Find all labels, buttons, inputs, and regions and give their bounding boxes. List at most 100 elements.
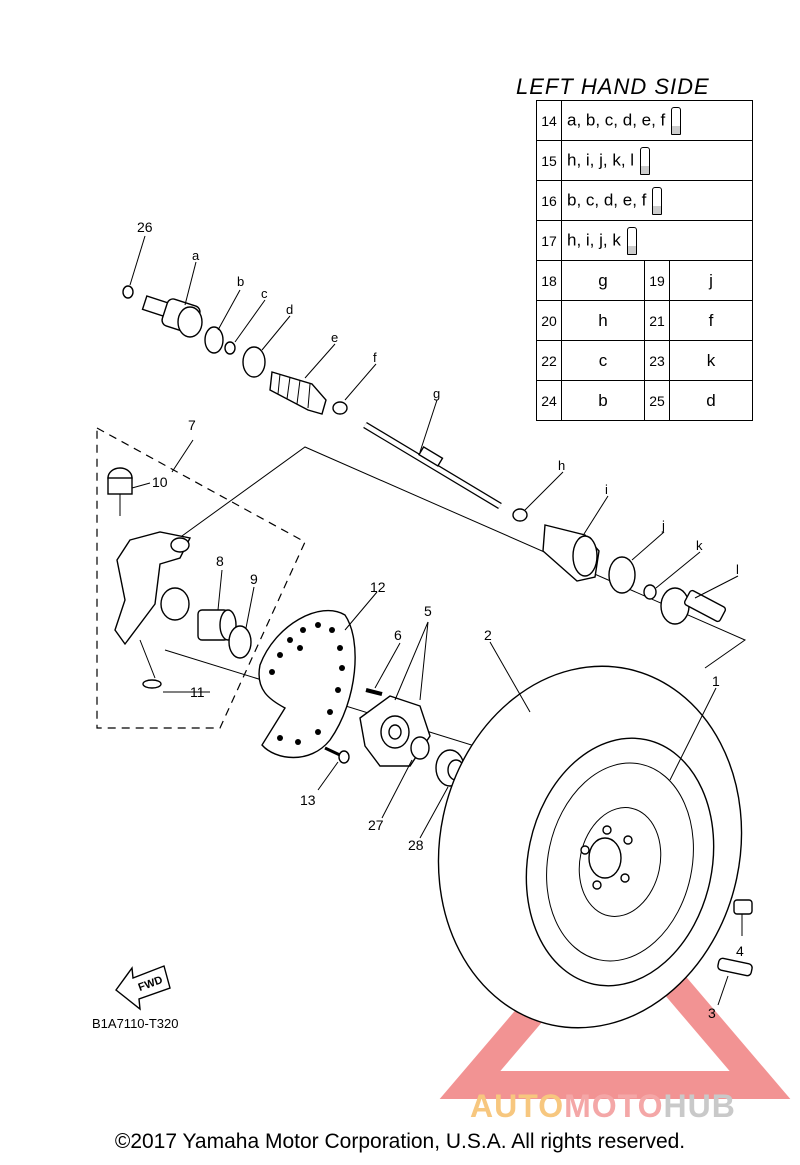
callout-6: 6 <box>394 627 402 643</box>
bolt-13 <box>324 746 350 764</box>
kit-parts: h, i, j, k <box>567 229 621 249</box>
pair-number: 22 <box>536 340 562 381</box>
letter-h: h <box>558 458 565 473</box>
kit-number: 15 <box>536 140 562 181</box>
valve-stem-3 <box>717 957 753 977</box>
table-row: 24 b 25 d <box>536 380 753 421</box>
callout-9: 9 <box>250 571 258 587</box>
pair-value: d <box>669 380 753 421</box>
boot-e <box>269 371 327 415</box>
pair-number: 21 <box>644 300 670 341</box>
shaft-assembly-outline <box>127 446 747 669</box>
grease-tube-icon <box>626 226 637 255</box>
table-row: 16 b, c, d, e, f <box>536 180 753 221</box>
brake-disc-12 <box>258 610 356 759</box>
kit-parts: h, i, j, k, l <box>567 149 635 169</box>
letter-g: g <box>433 386 440 401</box>
inner-cv-joint-l <box>660 587 727 625</box>
callout-4: 4 <box>736 943 744 959</box>
circlip-k <box>643 584 657 600</box>
pair-value: b <box>561 380 645 421</box>
outer-cv-joint <box>122 285 203 338</box>
circlip-9 <box>228 625 252 659</box>
kit-parts: b, c, d, e, f <box>567 189 647 209</box>
callout-28: 28 <box>408 837 424 853</box>
letter-l: l <box>736 562 739 577</box>
fwd-arrow-icon: FWD <box>115 965 171 1011</box>
band-d <box>242 346 266 378</box>
table-row: 20 h 21 f <box>536 300 753 341</box>
callout-7: 7 <box>188 417 196 433</box>
callout-13: 13 <box>300 792 316 808</box>
circlip-11 <box>142 679 162 689</box>
grease-tube-icon <box>652 186 663 215</box>
kit-parts: a, b, c, d, e, f <box>567 109 666 129</box>
wheel-1 <box>525 737 715 987</box>
boot-i <box>542 524 600 582</box>
band-h <box>512 508 528 522</box>
letter-e: e <box>331 330 338 345</box>
pair-number: 25 <box>644 380 670 421</box>
letter-j: j <box>661 518 665 533</box>
callout-12: 12 <box>370 579 386 595</box>
callout-27: 27 <box>368 817 384 833</box>
letter-i: i <box>605 482 608 497</box>
callout-26: 26 <box>137 219 153 235</box>
circlip-c <box>224 341 236 355</box>
band-f <box>332 401 348 415</box>
knuckle-group-outline <box>96 427 306 729</box>
callout-11: 11 <box>190 684 205 700</box>
table-row: 17 h, i, j, k <box>536 220 753 261</box>
diagram-reference-code: B1A7110-T320 <box>92 1016 179 1031</box>
table-row: 15 h, i, j, k, l <box>536 140 753 181</box>
callout-5: 5 <box>424 603 432 619</box>
table-row: 18 g 19 j <box>536 260 753 301</box>
copyright-notice: ©2017 Yamaha Motor Corporation, U.S.A. A… <box>114 1130 686 1153</box>
pair-number: 20 <box>536 300 562 341</box>
watermark-part: HUB <box>663 1088 736 1124</box>
pair-value: f <box>669 300 753 341</box>
letter-k: k <box>696 538 703 553</box>
callout-10: 10 <box>152 474 168 490</box>
wheel-nut-4 <box>733 899 753 915</box>
pair-number: 19 <box>644 260 670 301</box>
pair-value: g <box>561 260 645 301</box>
pair-value: k <box>669 340 753 381</box>
callout-2: 2 <box>484 627 492 643</box>
pair-value: c <box>561 340 645 381</box>
ball-joint-10 <box>107 467 133 516</box>
letter-f: f <box>373 350 377 365</box>
watermark-text: AUTOMOTOHUB <box>470 1088 736 1125</box>
pair-value: h <box>561 300 645 341</box>
pair-number: 24 <box>536 380 562 421</box>
watermark-part: MOTO <box>564 1088 664 1124</box>
callout-3: 3 <box>708 1005 716 1021</box>
bolt-6 <box>365 688 383 696</box>
kit-number: 14 <box>536 100 562 141</box>
table-title: LEFT HAND SIDE <box>516 74 710 99</box>
callout-1: 1 <box>712 673 720 689</box>
steering-knuckle-7 <box>114 531 192 646</box>
letter-c: c <box>261 286 268 301</box>
left-hand-side-table: 14 a, b, c, d, e, f 15 h, i, j, k, l 16 … <box>536 100 753 421</box>
table-row: 22 c 23 k <box>536 340 753 381</box>
watermark-part: AUTO <box>470 1088 565 1124</box>
kit-number: 17 <box>536 220 562 261</box>
letter-b: b <box>237 274 244 289</box>
ring-b <box>204 326 224 354</box>
kit-number: 16 <box>536 180 562 221</box>
letter-a: a <box>192 248 200 263</box>
grease-tube-icon <box>671 106 682 135</box>
table-row: 14 a, b, c, d, e, f <box>536 100 753 141</box>
leader-lines <box>129 235 743 1006</box>
pair-value: j <box>669 260 753 301</box>
band-j <box>608 556 636 594</box>
grease-tube-icon <box>640 146 651 175</box>
pair-number: 23 <box>644 340 670 381</box>
letter-d: d <box>286 302 293 317</box>
pair-number: 18 <box>536 260 562 301</box>
callout-8: 8 <box>216 553 224 569</box>
nut-27 <box>410 736 430 760</box>
drive-shaft-g <box>363 421 502 510</box>
